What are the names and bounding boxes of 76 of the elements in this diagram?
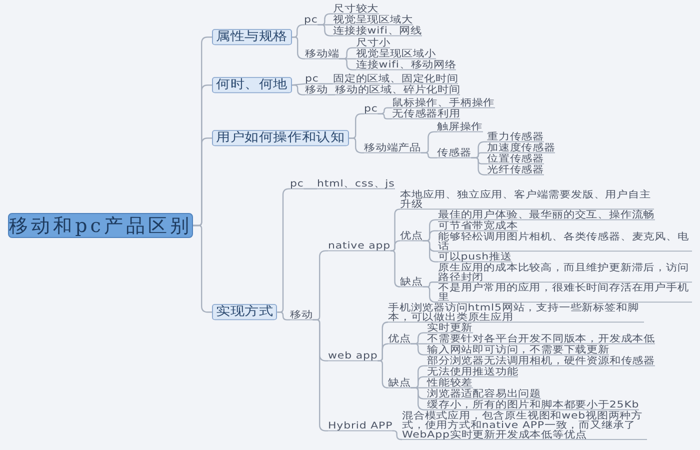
subtopic-label: Hybrid APP — [328, 421, 393, 432]
subtopic-label: 缺点 — [388, 378, 411, 388]
subtopic-label: 鼠标操作、手柄操作 — [392, 98, 495, 108]
central-topic-box: 移动和pc产品区别 — [8, 213, 193, 238]
subtopic-label: 优点 — [388, 334, 411, 344]
branch-line — [312, 319, 328, 432]
main-topic-box: 用户如何操作和认知 — [212, 130, 349, 146]
main-topic-box: 实现方式 — [212, 304, 278, 320]
branch-line — [410, 343, 427, 356]
subtopic-label: 加速度传感器 — [487, 143, 556, 154]
subtopic-label: 光纤传感器 — [487, 165, 544, 176]
subtopic-label: 优点 — [400, 231, 423, 242]
subtopic-label: 缺点 — [400, 277, 423, 288]
subtopic-label: 移动的区域、碎片化时间 — [335, 85, 460, 96]
branch-line — [318, 24, 333, 36]
branch-line — [328, 94, 335, 96]
subtopic-label: pc — [305, 74, 319, 84]
branch-line — [339, 58, 356, 70]
branch-line — [292, 84, 305, 96]
branch-line — [304, 188, 317, 190]
subtopic-label: 无法使用推送功能 — [427, 367, 518, 378]
main-topic-box: 属性与规格 — [212, 29, 292, 46]
subtopic-label: 原生应用的成本比较高，而且维护更新滞后，访问路径封闭 — [438, 263, 692, 283]
subtopic-label: 触屏操作 — [437, 122, 483, 132]
branch-line — [390, 240, 400, 252]
subtopic-label: 缓存小，所有的图片和脚本都要小于25Kb — [427, 400, 640, 410]
subtopic-label: 手机浏览器访问html5网站，支持一些新标签和脚本，可以做出类原生应用 — [388, 303, 644, 323]
branch-line — [318, 83, 333, 84]
subtopic-label: pc — [364, 104, 378, 114]
subtopic-label: 可节省带宽成本 — [438, 221, 518, 232]
subtopic-label: 可以push推送 — [438, 252, 512, 262]
subtopic-label: 移动端产品 — [364, 143, 421, 154]
subtopic-label: 视觉呈现区域大 — [333, 15, 413, 26]
branch-line — [421, 152, 437, 158]
branch-line — [291, 83, 306, 86]
branch-line — [390, 250, 401, 288]
subtopic-label: 浏览器适配容易出问题 — [427, 389, 541, 400]
subtopic-label: 连接wifi、移动网络 — [356, 60, 456, 70]
subtopic-label: 部分浏览器无法调用相机，硬件资源和传感器 — [427, 356, 655, 366]
subtopic-label: 尺寸小 — [356, 38, 390, 48]
branch-line — [348, 138, 364, 154]
subtopic-label: 无传感器利用 — [392, 109, 460, 120]
branch-line — [378, 113, 392, 120]
subtopic-label: 重力传感器 — [487, 132, 544, 142]
subtopic-label: 不需要针对各平台开发不同版本，开发成本低 — [427, 334, 655, 344]
subtopic-label: pc — [290, 179, 304, 190]
branch-line — [378, 343, 389, 362]
branch-line — [471, 157, 487, 176]
subtopic-label: 实时更新 — [427, 323, 473, 334]
subtopic-label: 尺寸较大 — [333, 4, 379, 14]
branch-line — [378, 360, 389, 388]
branch-line — [392, 430, 402, 440]
subtopic-label: 最佳的用户体验、最华丽的交互、操作流畅 — [438, 210, 655, 220]
branch-line — [277, 312, 290, 320]
branch-line — [422, 240, 438, 262]
main-topic-box: 何时、何地 — [212, 77, 292, 94]
subtopic-label: 输入网站即可访问，不需要下载更新 — [427, 345, 610, 356]
subtopic-label: 移动 — [290, 310, 313, 320]
subtopic-label: 固定的区域、固定化时间 — [333, 74, 458, 84]
subtopic-label: 视觉呈现区域小 — [356, 49, 436, 60]
subtopic-label: 能够轻松调用图片相机、各类传感器、麦克风、电话 — [438, 232, 692, 252]
branch-line — [422, 286, 438, 303]
subtopic-label: pc — [304, 15, 318, 26]
branch-line — [410, 387, 427, 410]
subtopic-label: 混合模式应用，包含原生视图和web视图两种方式，使用方式和native APP一致，而又继承了WebApp实时更新开发成本低等优点 — [402, 411, 647, 440]
subtopic-label: html、css、js — [317, 179, 395, 190]
subtopic-label: web app — [328, 351, 378, 362]
subtopic-label: 移动 — [305, 85, 328, 96]
subtopic-label: 不是用户常用的应用，很难长时间存活在用户手机里 — [438, 283, 692, 303]
subtopic-label: 连接接wifi、网线 — [333, 26, 422, 36]
subtopic-label: 传感器 — [437, 148, 472, 158]
subtopic-label: 位置传感器 — [487, 154, 544, 164]
subtopic-label: 本地应用、独立应用、客户端需要发版、用户自主升级 — [400, 190, 654, 210]
subtopic-label: 移动端 — [305, 49, 340, 60]
subtopic-label: 性能较差 — [427, 378, 473, 388]
subtopic-label: native app — [328, 241, 391, 252]
